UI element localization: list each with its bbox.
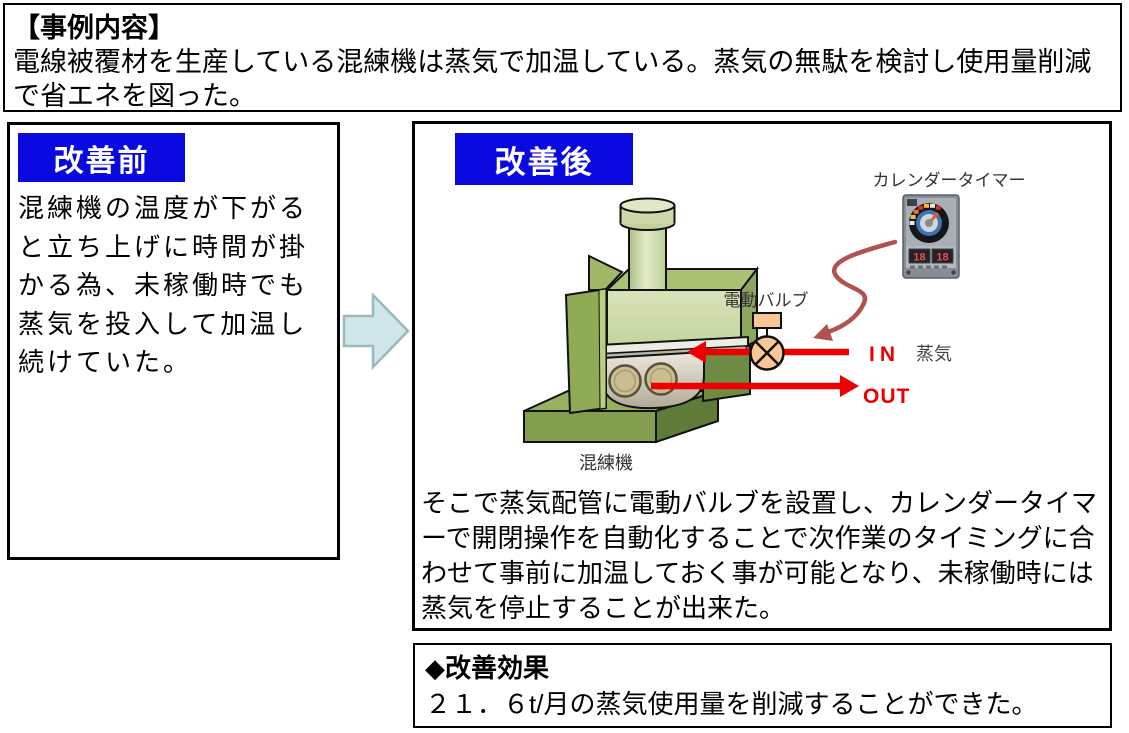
out-label: OUT <box>863 385 910 408</box>
timer-control-arrow <box>813 239 898 341</box>
case-summary-title: 【事例内容】 <box>13 13 175 43</box>
machine-chimney-cap <box>619 197 676 214</box>
before-header-badge: 改善前 <box>18 133 185 182</box>
after-header-badge: 改善後 <box>455 133 633 185</box>
machine-label: 混練機 <box>579 453 633 473</box>
timer-display-left <box>908 248 931 264</box>
machine-body-front <box>606 289 742 349</box>
valve-actuator <box>752 312 782 329</box>
steam-label: 蒸気 <box>916 344 952 364</box>
motor-valve-icon <box>749 312 785 371</box>
after-description-text: そこで蒸気配管に電動バルブを設置し、カレンダータイマーで開閉操作を自動化すること… <box>421 488 1098 623</box>
steam-out-line <box>651 375 859 397</box>
machine-base-front <box>523 410 657 443</box>
timer-label: カレンダータイマー <box>873 171 1026 190</box>
out-arrowhead <box>840 375 859 397</box>
in-arrowhead <box>687 341 706 363</box>
timer-display-right <box>931 248 954 264</box>
case-summary-text: 電線被覆材を生産している混練機は蒸気で加温している。蒸気の無駄を検討し使用量削減… <box>13 47 1092 111</box>
effect-text: ２１．６t/月の蒸気使用量を削減することができた。 <box>425 689 1038 719</box>
before-improvement-box: 改善前 混練機の温度が下がると立ち上げに時間が掛かる為、未稼働時でも蒸気を投入し… <box>7 122 340 560</box>
transition-arrow-icon <box>342 293 410 371</box>
timer-digits-left: 18 <box>913 252 925 264</box>
steam-system-diagram: 18 18 カレンダータイマー 電動バルブ 蒸気 IN OUT 混練機 <box>523 171 1026 473</box>
timer-digits-right: 18 <box>936 252 948 264</box>
calendar-timer-illustration: 18 18 <box>902 194 960 279</box>
case-summary-box: 【事例内容】 電線被覆材を生産している混練機は蒸気で加温している。蒸気の無駄を検… <box>3 3 1122 112</box>
before-description-text: 混練機の温度が下がると立ち上げに時間が掛かる為、未稼働時でも蒸気を投入して加温し… <box>18 193 309 377</box>
in-label: IN <box>869 343 900 366</box>
effect-box: ◆改善効果 ２１．６t/月の蒸気使用量を削減することができた。 <box>413 643 1112 728</box>
machine-chimney <box>628 221 667 291</box>
valve-label: 電動バルブ <box>724 290 809 310</box>
effect-title: ◆改善効果 <box>425 653 549 683</box>
after-improvement-box: 改善後 <box>412 121 1112 631</box>
mixing-machine-illustration <box>523 197 760 444</box>
